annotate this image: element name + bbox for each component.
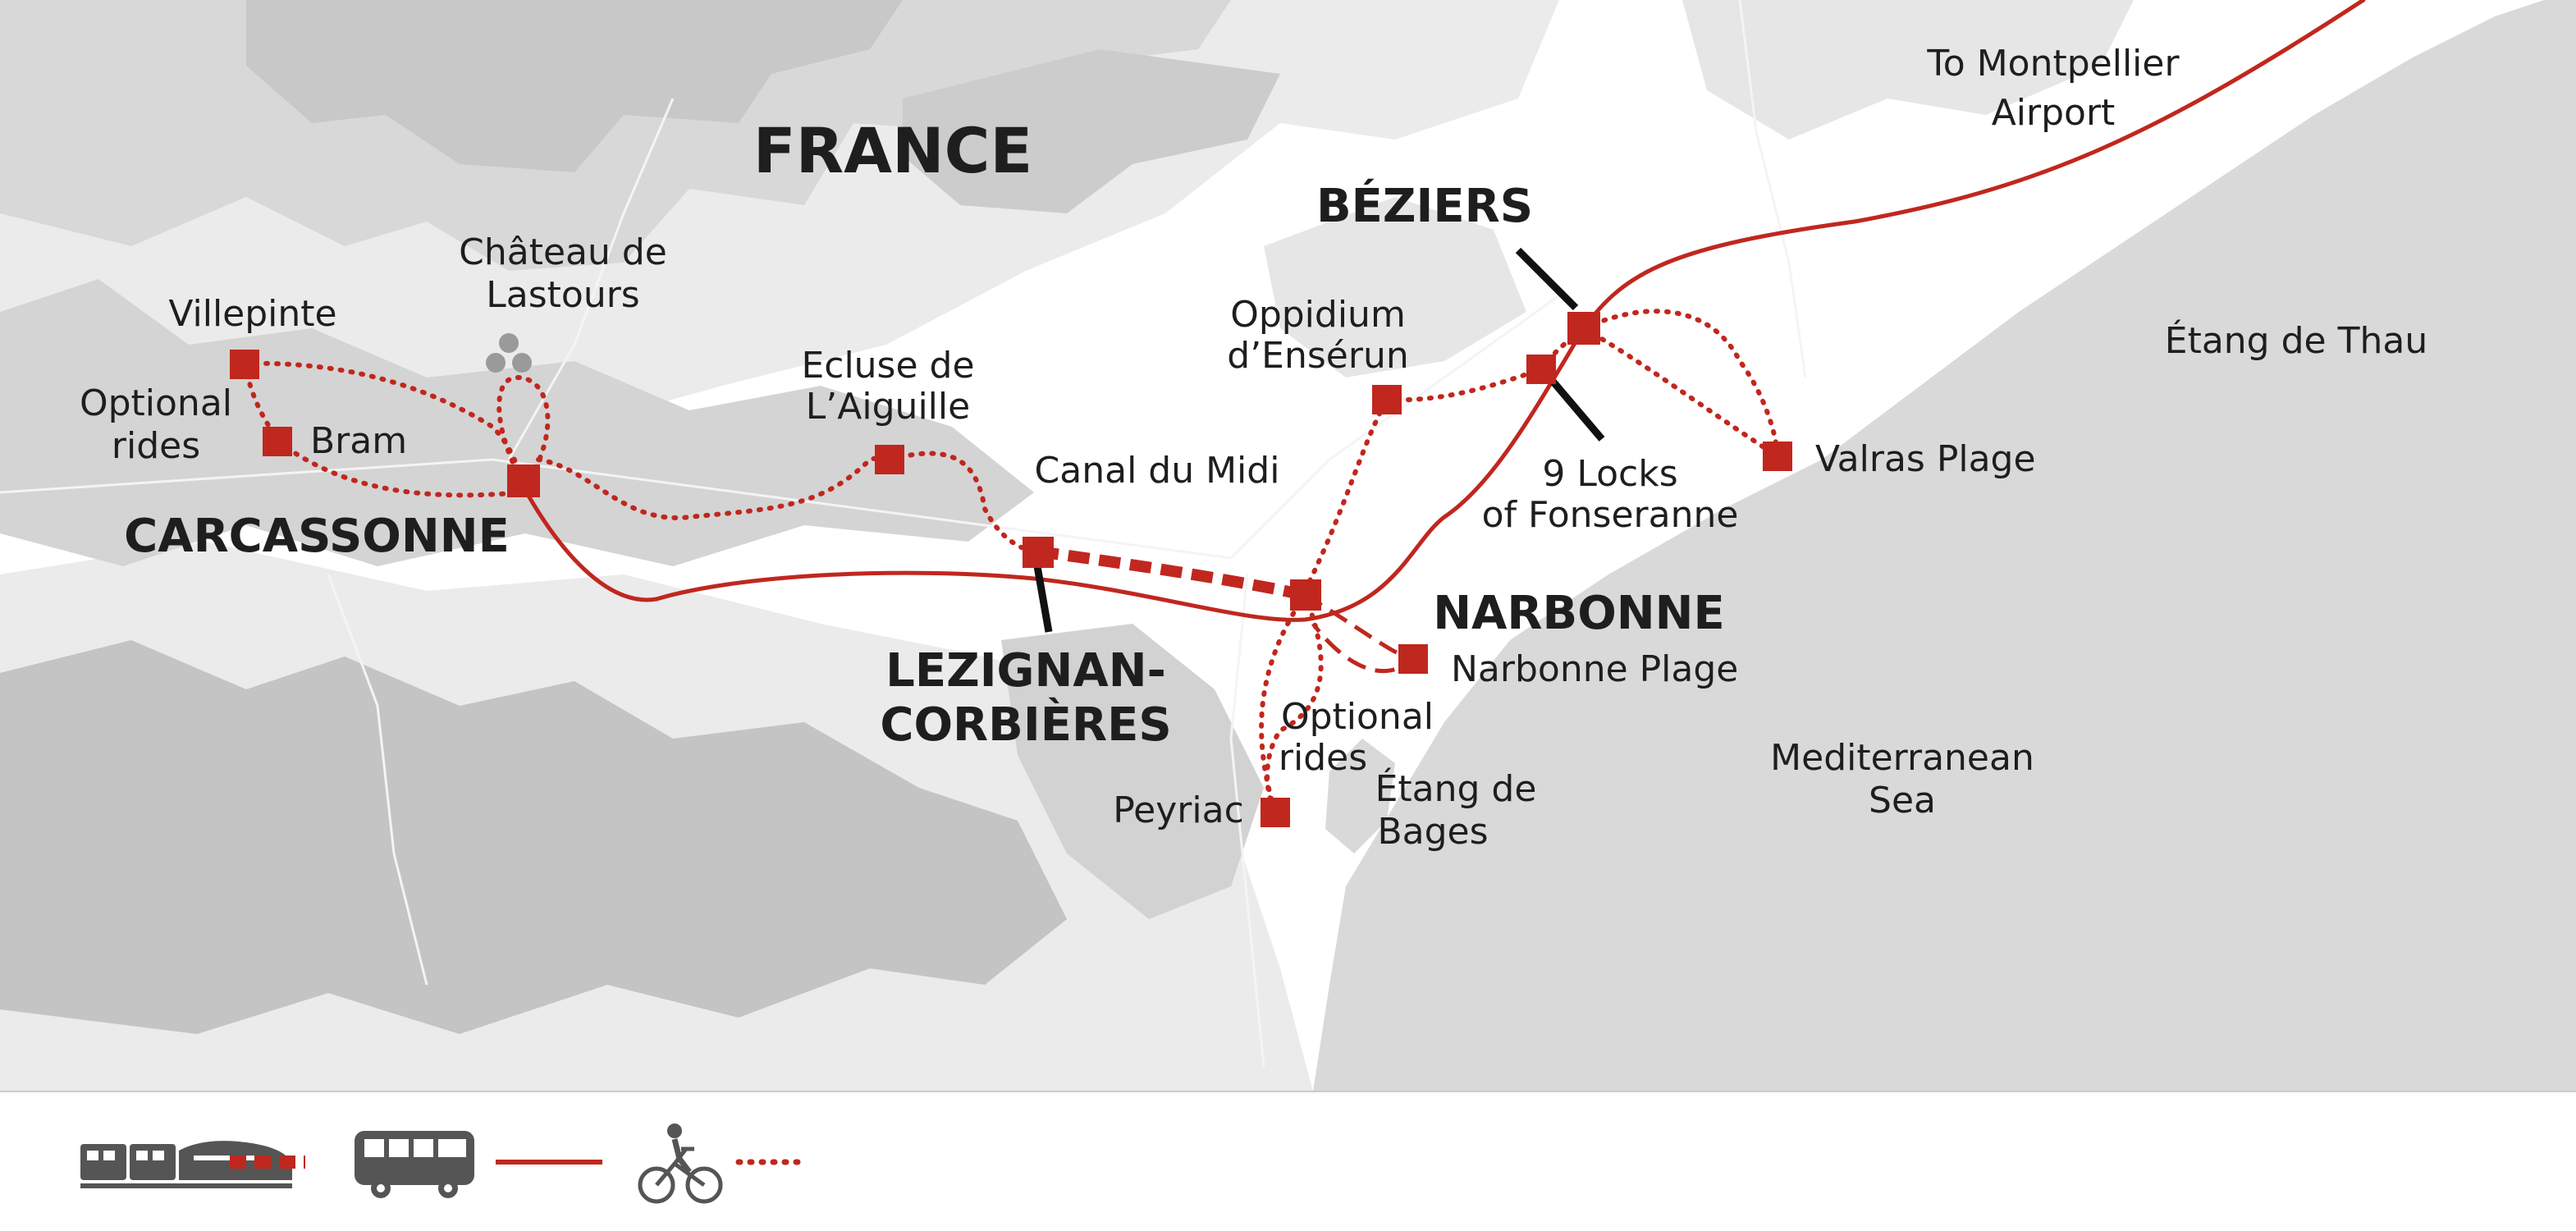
- terrain-dark-north: [246, 0, 903, 172]
- marker-narbonne-plage: [1398, 644, 1428, 674]
- label-nine-locks-2: of Fonseranne: [1482, 494, 1739, 536]
- label-peyriac: Peyriac: [1113, 789, 1244, 831]
- label-etang-de-bages: Étang de: [1375, 767, 1537, 810]
- marker-villepinte: [230, 350, 259, 379]
- terrain-dark-northeast: [903, 49, 1280, 213]
- label-optional-rides-west: Optional: [80, 382, 232, 424]
- marker-ecluse: [875, 445, 904, 474]
- label-narbonne: NARBONNE: [1433, 587, 1725, 640]
- label-bram: Bram: [310, 420, 407, 462]
- marker-oppidum: [1372, 385, 1402, 414]
- nine-locks-leader: [1548, 377, 1605, 442]
- terrain-mid-southeast: [1001, 624, 1264, 919]
- label-chateau: Château de: [459, 231, 667, 273]
- terrain-light-east: [1264, 197, 1526, 378]
- label-mediterranean-2: Sea: [1869, 780, 1936, 821]
- marker-carcassonne: [507, 464, 540, 497]
- terrain-dark-southwest: [0, 640, 1067, 1034]
- road-network: [0, 0, 1807, 1068]
- marker-beziers: [1567, 312, 1600, 345]
- label-lezignan: LEZIGNAN-: [885, 644, 1166, 698]
- label-optional-rides-south-2: rides: [1279, 737, 1367, 779]
- label-canal-du-midi: Canal du Midi: [1035, 450, 1280, 492]
- leader-lines: [1033, 247, 1605, 633]
- map-labels: FRANCE To Montpellier Airport BÉZIERS Ch…: [80, 43, 2427, 853]
- label-carcassonne: CARCASSONNE: [124, 510, 510, 563]
- legend: [0, 1091, 2576, 1231]
- etang-de-thau: [2199, 197, 2511, 295]
- label-valras-plage: Valras Plage: [1815, 438, 2036, 480]
- marker-valras: [1763, 442, 1792, 471]
- label-to-airport: To Montpellier: [1926, 43, 2180, 85]
- label-beziers: BÉZIERS: [1316, 179, 1533, 233]
- stop-markers: [230, 312, 1792, 827]
- marker-nine-locks: [1526, 355, 1556, 384]
- marker-peyriac: [1261, 798, 1290, 827]
- cyclist-icon: [638, 1123, 723, 1204]
- marker-lezignan: [1023, 537, 1054, 568]
- label-etang-de-bages-2: Bages: [1377, 811, 1488, 853]
- bus-icon: [355, 1131, 474, 1198]
- marker-bram: [263, 427, 292, 456]
- label-france: FRANCE: [753, 114, 1033, 187]
- beziers-leader: [1515, 247, 1579, 311]
- label-mediterranean: Mediterranean: [1770, 737, 2034, 779]
- label-optional-rides-west-2: rides: [112, 425, 200, 467]
- bus-route: [519, 0, 2366, 622]
- label-ecluse: Ecluse de: [801, 345, 974, 387]
- routes: [242, 0, 2366, 815]
- map-background: [0, 0, 2576, 1091]
- label-to-airport-2: Airport: [1992, 92, 2116, 134]
- label-etang-de-thau: Étang de Thau: [2165, 318, 2427, 362]
- label-oppidum-2: d’Ensérun: [1227, 335, 1408, 377]
- label-lezignan-2: CORBIÈRES: [880, 698, 1171, 752]
- label-narbonne-plage: Narbonne Plage: [1451, 648, 1738, 690]
- label-ecluse-2: L’Aiguille: [806, 386, 970, 428]
- marker-narbonne: [1290, 579, 1321, 611]
- label-oppidum: Oppidium: [1230, 294, 1406, 336]
- label-villepinte: Villepinte: [168, 293, 336, 335]
- etang-de-bages: [1325, 739, 1395, 853]
- cycling-routes: [242, 309, 1780, 815]
- label-nine-locks: 9 Locks: [1542, 453, 1677, 495]
- label-chateau-2: Lastours: [486, 274, 639, 316]
- chateau-icon: [486, 333, 532, 373]
- label-optional-rides-south: Optional: [1281, 696, 1434, 738]
- terrain-light-northeast: [1682, 0, 2134, 140]
- train-route: [1036, 546, 1306, 601]
- lezignan-leader: [1033, 565, 1053, 633]
